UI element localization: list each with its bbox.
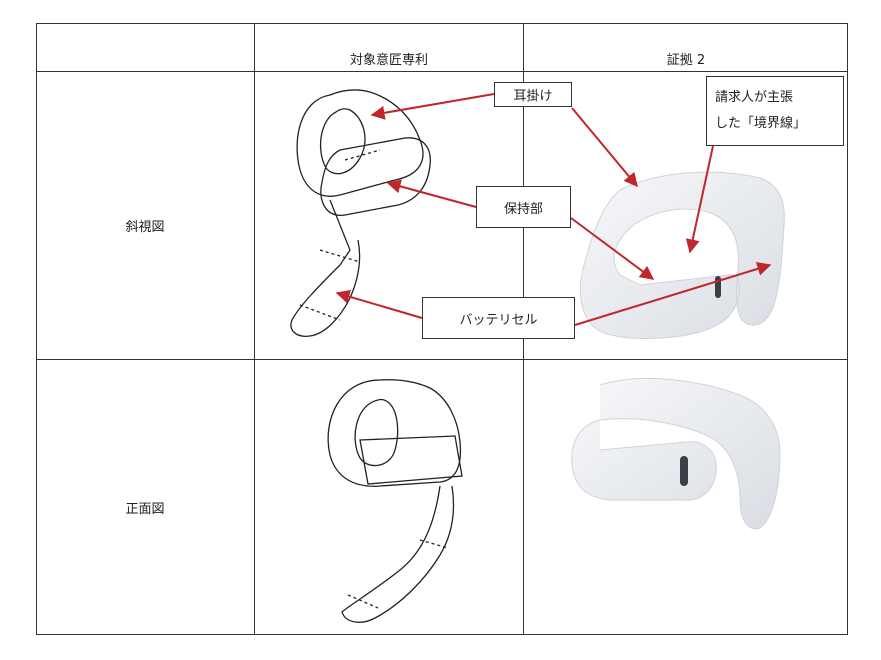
product-photo-front	[571, 378, 781, 530]
table-header-divider	[36, 71, 848, 72]
arrow-battery-left	[335, 289, 423, 319]
table-border-left	[36, 23, 37, 635]
annotation-arrows	[335, 93, 772, 326]
row-label-perspective: 斜視図	[125, 220, 165, 235]
callout-boundary-line-2: した「境界線」	[715, 116, 807, 131]
header-evidence-2: 証拠 2	[666, 53, 706, 68]
table-row-divider	[36, 359, 848, 360]
arrow-battery-right	[574, 262, 772, 326]
arrow-boundary	[685, 145, 714, 254]
row-label-front: 正面図	[125, 502, 165, 517]
table-border-right	[847, 23, 848, 635]
table-col-divider-1	[254, 23, 255, 635]
callout-ear-hook: 耳掛け	[494, 82, 572, 107]
arrow-holder-right	[570, 217, 655, 280]
callout-boundary-line-1: 請求人が主張	[715, 90, 794, 105]
line-drawing-perspective	[290, 89, 431, 337]
arrow-ear-hook-right	[571, 107, 638, 188]
arrow-holder-left	[386, 179, 477, 208]
arrow-ear-hook-left	[370, 93, 495, 120]
callout-boundary-line: 請求人が主張 した「境界線」	[706, 76, 844, 146]
header-target-design: 対象意匠専利	[349, 53, 428, 68]
line-drawing-front	[327, 379, 463, 623]
table-border-bottom	[36, 634, 848, 635]
callout-battery-cell: バッテリセル	[422, 297, 575, 339]
table-border-top	[36, 23, 848, 24]
callout-holder: 保持部	[476, 186, 571, 228]
